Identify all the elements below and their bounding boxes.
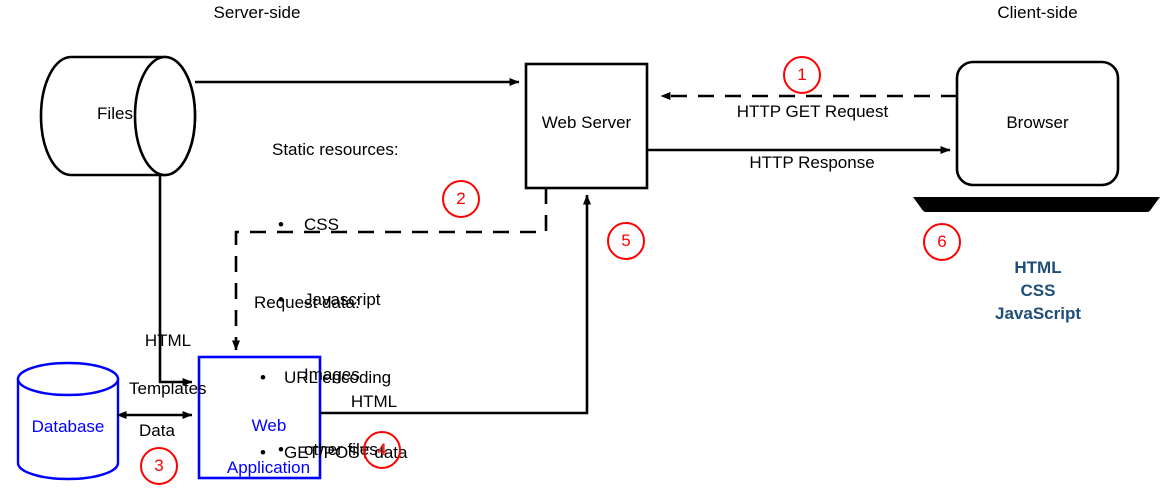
static-resources-item-css: • CSS [272,212,399,237]
step-marker-5: 5 [607,222,645,260]
database-node-shape [16,361,120,481]
request-data-annotation: Request data: •URL encoding •GET/POST da… [254,240,407,501]
request-data-item-url-encoding: • URL encoding [254,365,407,390]
web-server-node-label: Web Server [541,113,632,132]
files-node-label: Files [97,104,133,123]
web-application-label-line2: Application [226,458,311,477]
static-resources-item-css-label: CSS [304,215,339,234]
bullet-dot-icon: • [278,215,284,234]
step-marker-2: 2 [442,180,480,218]
html-edge-label: HTML [350,392,398,411]
static-resources-annotation: Static resources: • CSS • Javascript Image… [272,87,399,501]
http-get-request-label: HTTP GET Request [736,102,889,121]
web-server-node-shape [524,62,649,190]
static-resources-item-images-label: Images [304,365,360,384]
client-tech-javascript: JavaScript [995,304,1081,323]
files-node-shape [39,55,197,177]
edge-files-to-webapplication-templates [158,175,193,386]
data-label: Data [139,421,175,440]
web-application-node-shape [197,355,322,480]
html-templates-line2: Templates [129,379,207,398]
http-response-label: HTTP Response [749,153,875,172]
edge-webapplication-to-webserver-html [320,194,591,415]
client-side-title: Client-side [997,3,1078,22]
browser-node-label: Browser [1006,113,1069,132]
html-templates-line1: HTML [144,331,192,350]
step-marker-4: 4 [363,431,401,469]
client-technologies-list: HTML CSS JavaScript [972,256,1104,325]
server-side-title: Server-side [213,3,301,22]
web-application-label-line1: Web [251,416,287,435]
client-tech-html: HTML [1014,258,1062,277]
browser-node-shape [955,60,1120,187]
edge-webserver-to-webapplication-request [232,188,548,351]
step-marker-1: 1 [783,56,821,94]
bullet-dot-icon: • [260,443,266,462]
static-resources-title: Static resources: [272,140,399,159]
web-application-node-label: Web Application [199,394,320,499]
step-marker-3: 3 [140,447,178,485]
static-resources-item-images: Images [272,362,399,387]
database-node-label: Database [31,417,105,436]
request-data-title: Request data: [254,293,360,312]
bullet-dot-icon: • [260,368,266,387]
request-data-item-url-encoding-label: URL encoding [284,368,392,387]
step-marker-6: 6 [923,223,961,261]
client-tech-css: CSS [1020,281,1056,300]
html-templates-label: HTML Templates [106,305,211,425]
static-resources-item-javascript: • Javascript [272,287,399,312]
static-resources-item-javascript-label: Javascript [304,290,381,309]
laptop-base-shape [913,197,1160,212]
bullet-dot-icon: • [278,290,284,309]
bullet-dot-icon: • [278,440,284,459]
